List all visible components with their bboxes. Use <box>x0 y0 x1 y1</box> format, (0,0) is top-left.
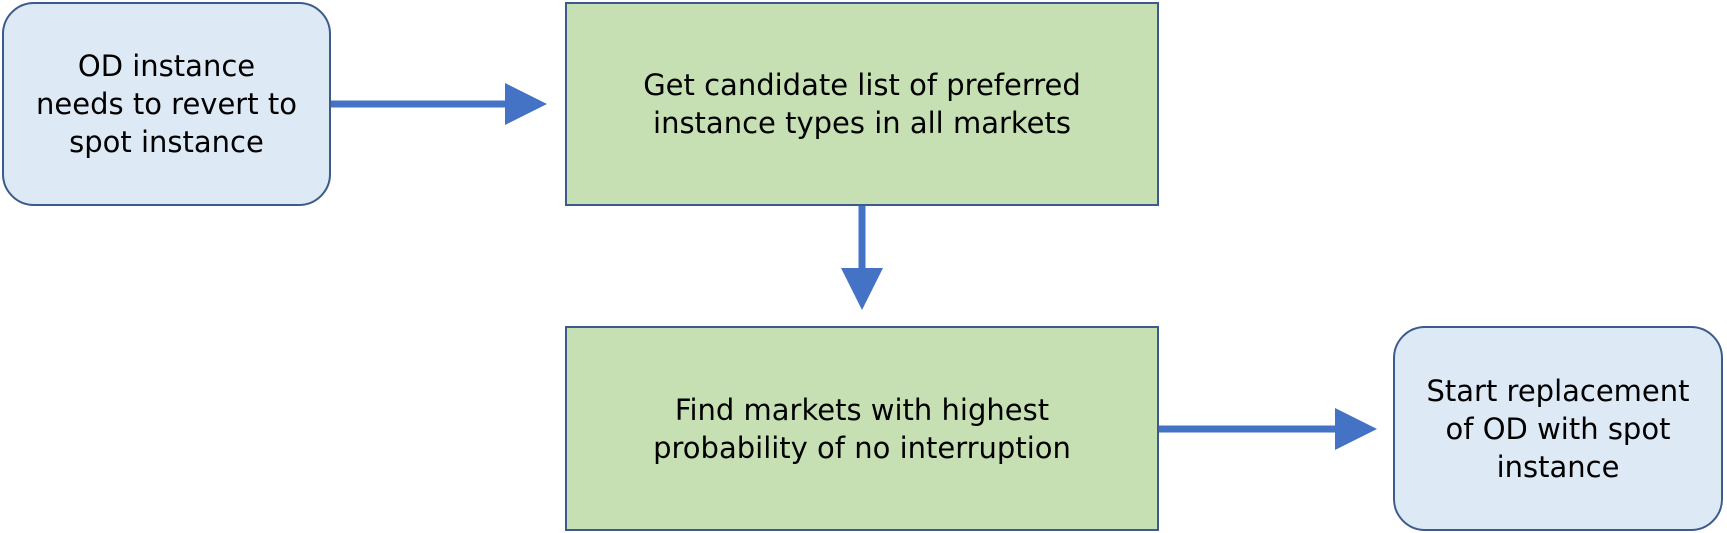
node-label-line: instance <box>1496 449 1620 484</box>
node-label-line: Start replacement <box>1426 373 1690 408</box>
node-label-line: OD instance <box>77 49 256 83</box>
node-label-line: Get candidate list of preferred <box>643 68 1081 102</box>
find-markets-node: Find markets with highest probability of… <box>565 326 1159 531</box>
node-label-line: Find markets with highest <box>674 392 1050 427</box>
node-label-line: instance types in all markets <box>653 106 1071 140</box>
start-replacement-node: Start replacement of OD with spot instan… <box>1393 326 1723 531</box>
od-instance-revert-node: OD instance needs to revert to spot inst… <box>2 2 331 206</box>
node-label-line: needs to revert to <box>36 87 297 121</box>
node-label: Find markets with highest probability of… <box>653 391 1071 467</box>
node-label-line: probability of no interruption <box>653 430 1071 465</box>
get-candidate-list-node: Get candidate list of preferred instance… <box>565 2 1159 206</box>
node-label: Start replacement of OD with spot instan… <box>1426 372 1689 486</box>
node-label-line: spot instance <box>69 125 264 159</box>
node-label: OD instance needs to revert to spot inst… <box>36 47 297 161</box>
node-label: Get candidate list of preferred instance… <box>643 66 1081 142</box>
node-label-line: of OD with spot <box>1445 411 1671 446</box>
